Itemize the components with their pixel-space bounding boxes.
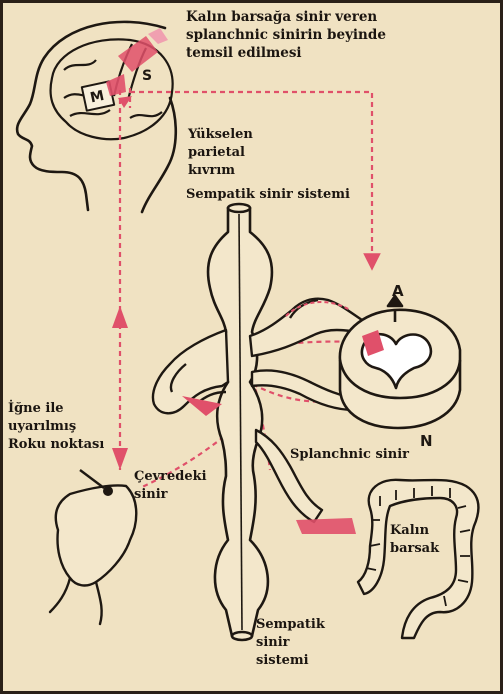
ramus-connections bbox=[250, 299, 362, 522]
brain-letter-s: S bbox=[142, 68, 152, 84]
label-sympathetic-bottom-line-3: sistemi bbox=[256, 652, 325, 670]
hand bbox=[50, 485, 136, 624]
label-brain-representation-line-2: splanchnic sinirin beyinde bbox=[186, 26, 386, 44]
colon-highlight bbox=[296, 518, 356, 534]
label-sympathetic-bottom-line-1: Sempatik bbox=[256, 616, 325, 634]
label-sympathetic-bottom-line-2: sinir bbox=[256, 634, 325, 652]
label-colon-line-1: Kalın bbox=[390, 522, 439, 540]
label-acupoint-line-3: Roku noktası bbox=[8, 436, 104, 454]
label-splanchnic-nerve: Splanchnic sinir bbox=[290, 446, 409, 464]
label-parietal-gyrus-line-3: kıvrım bbox=[188, 162, 253, 180]
label-sympathetic-bottom: Sempatik sinir sistemi bbox=[256, 616, 325, 670]
label-parietal-gyrus-line-2: parietal bbox=[188, 144, 253, 162]
label-parietal-gyrus: Yükselen parietal kıvrım bbox=[188, 126, 253, 180]
label-peripheral-nerve-line-1: Çevredeki bbox=[134, 468, 207, 486]
label-acupoint-line-1: İğne ile bbox=[8, 400, 104, 418]
pathway-arrows bbox=[112, 96, 132, 470]
label-brain-representation: Kalın barsağa sinir veren splanchnic sin… bbox=[186, 8, 386, 62]
label-colon: Kalın barsak bbox=[390, 522, 439, 558]
label-acupoint-line-2: uyarılmış bbox=[8, 418, 104, 436]
label-peripheral-nerve: Çevredeki sinir bbox=[134, 468, 207, 504]
label-sympathetic-top: Sempatik sinir sistemi bbox=[186, 186, 350, 204]
label-brain-representation-line-3: temsil edilmesi bbox=[186, 44, 386, 62]
label-parietal-gyrus-line-1: Yükselen bbox=[188, 126, 253, 144]
label-colon-line-2: barsak bbox=[390, 540, 439, 558]
label-brain-representation-line-1: Kalın barsağa sinir veren bbox=[186, 8, 386, 26]
colon bbox=[358, 480, 478, 638]
spinal-letter-n: N bbox=[420, 432, 433, 450]
brain-target-highlight bbox=[106, 28, 168, 96]
label-peripheral-nerve-line-2: sinir bbox=[134, 486, 207, 504]
spinal-letter-a: A bbox=[392, 282, 404, 300]
label-acupoint: İğne ile uyarılmış Roku noktası bbox=[8, 400, 104, 454]
